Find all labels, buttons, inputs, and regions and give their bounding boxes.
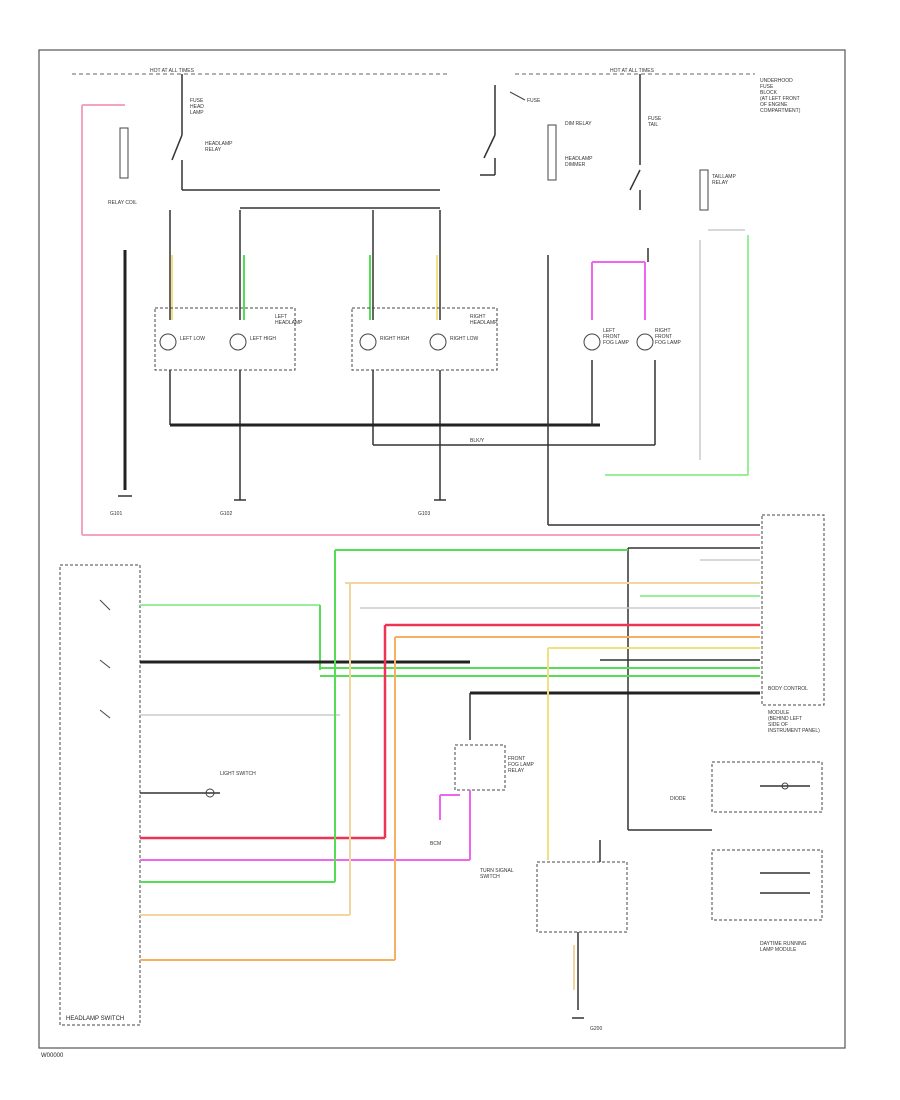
svg-text:G102: G102 xyxy=(220,511,232,517)
svg-text:FUSE: FUSE xyxy=(760,84,774,90)
svg-text:LAMP MODULE: LAMP MODULE xyxy=(760,947,797,953)
pink-wire-left xyxy=(81,104,760,536)
hot-bus-lines: HOT AT ALL TIMES HOT AT ALL TIMES UNDERH… xyxy=(72,68,801,114)
footer-code: W00000 xyxy=(41,1053,64,1059)
svg-text:FRONT: FRONT xyxy=(655,334,672,340)
control-module-connector: BODY CONTROL MODULE (BEHIND LEFT SIDE OF… xyxy=(320,514,825,830)
svg-text:HOT AT ALL TIMES: HOT AT ALL TIMES xyxy=(610,68,655,74)
svg-text:TAIL: TAIL xyxy=(648,122,658,128)
svg-text:HEADLAMP: HEADLAMP xyxy=(205,141,233,147)
svg-text:TURN SIGNAL: TURN SIGNAL xyxy=(480,868,514,874)
svg-text:INSTRUMENT PANEL): INSTRUMENT PANEL) xyxy=(768,728,820,734)
svg-text:OF ENGINE: OF ENGINE xyxy=(760,102,788,108)
svg-text:HEAD: HEAD xyxy=(190,104,204,110)
svg-text:FOG LAMP: FOG LAMP xyxy=(508,762,535,768)
svg-text:RELAY: RELAY xyxy=(712,180,729,186)
svg-text:BLK/Y: BLK/Y xyxy=(470,438,485,444)
svg-text:DIM RELAY: DIM RELAY xyxy=(565,121,592,127)
svg-text:TAILLAMP: TAILLAMP xyxy=(712,174,736,180)
svg-text:RELAY: RELAY xyxy=(205,147,222,153)
svg-text:LAMP: LAMP xyxy=(190,110,204,116)
headlamp-bulbs: LEFT LOW LEFT HIGH RIGHT HIGH RIGHT LOW … xyxy=(154,207,655,500)
svg-text:DIODE: DIODE xyxy=(670,796,687,802)
svg-text:BCM: BCM xyxy=(430,841,441,847)
svg-text:FOG LAMP: FOG LAMP xyxy=(655,340,682,346)
svg-text:RIGHT: RIGHT xyxy=(470,314,486,320)
svg-text:RELAY COIL: RELAY COIL xyxy=(108,200,137,206)
svg-text:BODY CONTROL: BODY CONTROL xyxy=(768,686,808,692)
svg-text:LEFT: LEFT xyxy=(603,328,615,334)
grounds: G101 G102 G103 xyxy=(110,250,446,517)
svg-text:(BEHIND LEFT: (BEHIND LEFT xyxy=(768,716,802,722)
svg-text:FRONT: FRONT xyxy=(603,334,620,340)
svg-text:G200: G200 xyxy=(590,1026,602,1032)
svg-text:G103: G103 xyxy=(418,511,430,517)
svg-text:HOT AT ALL TIMES: HOT AT ALL TIMES xyxy=(150,68,195,74)
fog-relay: FRONT FOG LAMP RELAY BCM xyxy=(430,693,535,860)
svg-text:MODULE: MODULE xyxy=(768,710,790,716)
svg-text:(AT LEFT FRONT: (AT LEFT FRONT xyxy=(760,96,800,102)
svg-text:FRONT: FRONT xyxy=(508,756,525,762)
svg-text:COMPARTMENT): COMPARTMENT) xyxy=(760,108,801,114)
svg-text:HEADLAMP: HEADLAMP xyxy=(565,156,593,162)
svg-text:RELAY: RELAY xyxy=(508,768,525,774)
svg-text:RIGHT HIGH: RIGHT HIGH xyxy=(380,336,410,342)
headlamp-switch-block: HEADLAMP SWITCH LIGHT SWITCH xyxy=(59,549,628,1026)
svg-text:LIGHT SWITCH: LIGHT SWITCH xyxy=(220,771,256,777)
svg-text:RIGHT: RIGHT xyxy=(655,328,671,334)
top-fuses-relays: FUSE HEAD LAMP HEADLAMP RELAY RELAY COIL… xyxy=(108,74,736,211)
svg-text:FUSE: FUSE xyxy=(190,98,204,104)
svg-text:DAYTIME RUNNING: DAYTIME RUNNING xyxy=(760,941,807,947)
svg-text:G101: G101 xyxy=(110,511,122,517)
svg-text:LEFT: LEFT xyxy=(275,314,287,320)
svg-text:FUSE: FUSE xyxy=(648,116,662,122)
svg-text:LEFT LOW: LEFT LOW xyxy=(180,336,205,342)
turn-hazard-switch: TURN SIGNAL SWITCH G200 xyxy=(480,648,628,1032)
svg-text:FUSE: FUSE xyxy=(527,98,541,104)
diagram-frame xyxy=(38,49,846,1049)
fog-lamps: LEFT FRONT FOG LAMP RIGHT FRONT FOG LAMP xyxy=(547,229,749,525)
right-lower-components: DIODE DAYTIME RUNNING LAMP MODULE xyxy=(628,761,823,953)
svg-text:HEADLAMP SWITCH: HEADLAMP SWITCH xyxy=(66,1016,124,1022)
svg-text:DIMMER: DIMMER xyxy=(565,162,586,168)
svg-text:FOG LAMP: FOG LAMP xyxy=(603,340,630,346)
svg-text:HEADLAMP: HEADLAMP xyxy=(275,320,303,326)
svg-text:LEFT HIGH: LEFT HIGH xyxy=(250,336,276,342)
svg-text:SIDE OF: SIDE OF xyxy=(768,722,788,728)
svg-text:UNDERHOOD: UNDERHOOD xyxy=(760,78,793,84)
svg-text:HEADLAMP: HEADLAMP xyxy=(470,320,498,326)
svg-text:SWITCH: SWITCH xyxy=(480,874,500,880)
svg-text:BLOCK: BLOCK xyxy=(760,90,778,96)
svg-text:RIGHT LOW: RIGHT LOW xyxy=(450,336,479,342)
